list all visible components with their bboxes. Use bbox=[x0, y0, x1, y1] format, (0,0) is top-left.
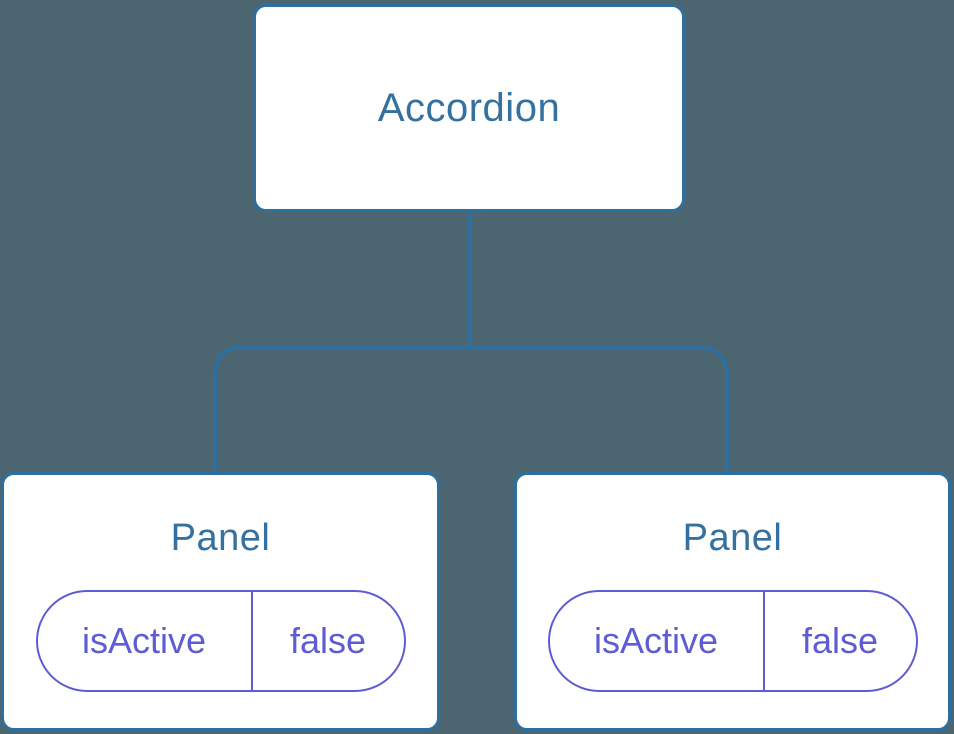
panel-node-right: Panel isActive false bbox=[514, 472, 951, 731]
state-key: isActive bbox=[593, 620, 719, 661]
panel-right-state-pill: isActive false bbox=[547, 590, 918, 692]
children-bracket-connector bbox=[213, 345, 729, 474]
state-value: false bbox=[762, 592, 916, 690]
accordion-node-label: Accordion bbox=[377, 85, 561, 130]
accordion-node: Accordion bbox=[253, 4, 685, 212]
panel-right-label: Panel bbox=[682, 517, 783, 559]
panel-left-label: Panel bbox=[170, 517, 271, 559]
state-key: isActive bbox=[81, 620, 207, 661]
panel-left-state-pill: isActive false bbox=[35, 590, 406, 692]
state-value: false bbox=[250, 592, 404, 690]
panel-node-left: Panel isActive false bbox=[1, 472, 440, 731]
